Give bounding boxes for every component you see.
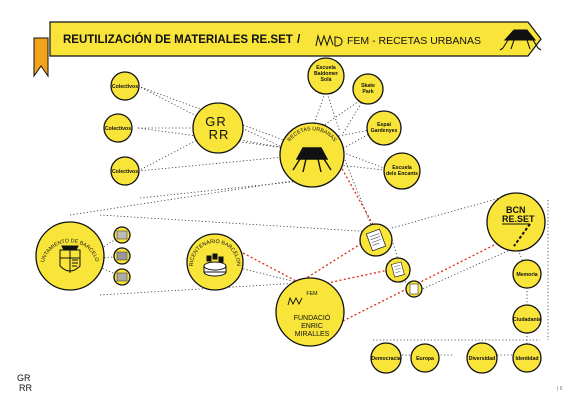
svg-text:Gardenyes: Gardenyes [371, 128, 398, 134]
svg-text:GR: GR [17, 373, 31, 383]
node-colectivos-1: Colectivos [110, 71, 140, 101]
svg-text:Solà: Solà [321, 77, 332, 83]
svg-text:Colectivos: Colectivos [105, 126, 131, 132]
grrr-logo-text: GR [205, 114, 227, 129]
node-escuela-encants: Escuela dels Encants [383, 152, 421, 190]
node-memoria: Memoria [512, 259, 542, 289]
red-connection-lines [242, 164, 521, 326]
svg-text:Europa: Europa [416, 356, 434, 362]
node-document-3 [405, 280, 423, 298]
fem-logo-icon [287, 296, 303, 306]
svg-text:Skate: Skate [361, 83, 375, 89]
svg-text:Park: Park [362, 89, 373, 95]
footer-grrr-logo: GR RR [17, 373, 32, 393]
svg-text:BCN: BCN [506, 205, 526, 215]
node-small-photo-3 [113, 268, 131, 286]
header-title: REUTILIZACIÓN DE MATERIALES RE.SET [63, 33, 293, 46]
svg-text:dels Encants: dels Encants [386, 171, 418, 177]
node-recetas-urbanas: RECETAS URBANAS [279, 122, 345, 188]
svg-text:Baldomer: Baldomer [314, 71, 338, 77]
node-fundacio-enric-miralles: FEM FUNDACIÓ ENRIC MIRALLES [275, 277, 345, 347]
node-grrr: GR RR [192, 102, 244, 154]
node-democracia: Democracia [370, 342, 402, 374]
header-subtitle: FEM - RECETAS URBANAS [347, 35, 481, 47]
svg-text:FEM: FEM [306, 291, 317, 297]
svg-text:RR: RR [209, 127, 230, 142]
svg-text:Memoria: Memoria [516, 272, 537, 278]
node-diversidad: Diversidad [466, 342, 498, 374]
node-document-2 [385, 257, 411, 283]
header-banner: REUTILIZACIÓN DE MATERIALES RE.SET / FEM… [33, 21, 542, 78]
svg-text:Diversidad: Diversidad [469, 356, 496, 362]
svg-text:Democracia: Democracia [371, 356, 401, 362]
node-ciudadania: Ciudadanía [512, 304, 542, 334]
node-identidad: Identidad [512, 343, 542, 373]
spider-robot-icon [499, 29, 542, 51]
node-europa: Europa [410, 343, 440, 373]
svg-text:Escuela: Escuela [392, 165, 412, 171]
fem-logo-icon [315, 34, 343, 47]
svg-text:FUNDACIÓ: FUNDACIÓ [294, 313, 331, 322]
svg-text:Colectivos: Colectivos [112, 84, 138, 90]
node-skate-park: Skate Park [352, 73, 384, 105]
svg-text:ENRIC: ENRIC [301, 323, 323, 330]
node-small-photo-2 [113, 247, 131, 265]
page-number: | 6 [557, 386, 563, 392]
node-document-1 [359, 223, 393, 257]
node-escuela-baldomer: Escuela Baldomer Solà [307, 57, 345, 95]
header-separator: / [297, 32, 301, 46]
svg-text:Colectivos: Colectivos [112, 169, 138, 175]
node-colectivos-2: Colectivos [103, 113, 133, 143]
svg-text:Identidad: Identidad [515, 356, 538, 362]
svg-text:RE.SET: RE.SET [502, 214, 535, 224]
document-icon [409, 283, 419, 295]
document-icon [365, 228, 387, 252]
city-crest-icon [59, 245, 81, 273]
svg-text:RR: RR [19, 383, 32, 393]
cake-icon [203, 253, 227, 277]
svg-text:MIRALLES: MIRALLES [295, 331, 330, 338]
svg-text:Espai: Espai [377, 122, 391, 128]
svg-text:Escuela: Escuela [316, 65, 336, 71]
document-icon [390, 261, 405, 278]
node-small-photo-1 [113, 226, 131, 244]
node-colectivos-3: Colectivos [110, 156, 140, 186]
node-bcn-reset: BCN RE.SET [486, 192, 546, 252]
node-espai-gardenyes: Espai Gardenyes [366, 110, 402, 146]
svg-text:Ciudadanía: Ciudadanía [513, 317, 541, 323]
spider-robot-icon [292, 147, 332, 173]
